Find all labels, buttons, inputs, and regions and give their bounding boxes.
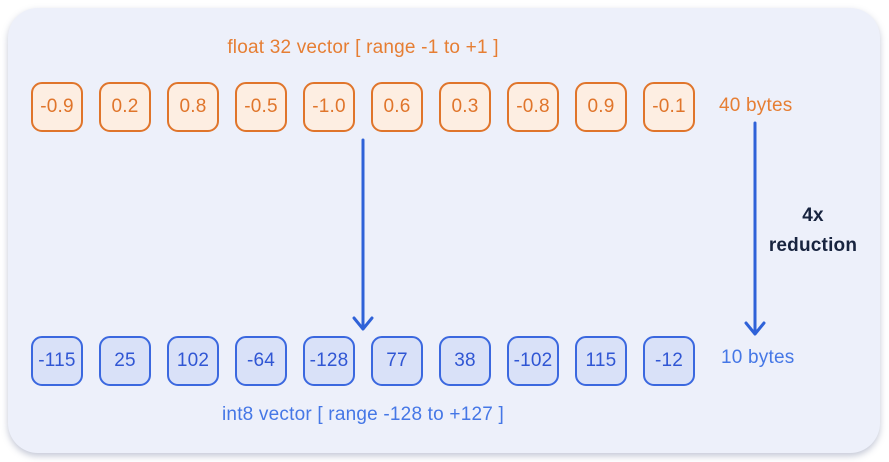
int8-size-label: 10 bytes (721, 347, 795, 368)
int8-value-box: -64 (235, 336, 287, 386)
float-value-box: 0.3 (439, 82, 491, 132)
int8-value-box: 77 (371, 336, 423, 386)
float-value-box: -1.0 (303, 82, 355, 132)
int8-value-box: 115 (575, 336, 627, 386)
float-value-box: 0.2 (99, 82, 151, 132)
float-size-label: 40 bytes (719, 95, 793, 116)
float-vector-title: float 32 vector [ range -1 to +1 ] (227, 37, 499, 58)
int8-value-box: -115 (31, 336, 83, 386)
float-vector-row: -0.9 0.2 0.8 -0.5 -1.0 0.6 0.3 -0.8 0.9 … (31, 82, 695, 132)
reduction-line1: 4x (802, 205, 824, 226)
float-value-box: -0.5 (235, 82, 287, 132)
int8-value-box: 38 (439, 336, 491, 386)
float-value-box: 0.8 (167, 82, 219, 132)
int8-value-box: 102 (167, 336, 219, 386)
reduction-line2: reduction (768, 235, 858, 256)
float-value-box: -0.8 (507, 82, 559, 132)
float-value-box: -0.9 (31, 82, 83, 132)
int8-value-box: -102 (507, 336, 559, 386)
diagram-panel (8, 8, 880, 453)
reduction-label: 4x reduction (758, 201, 868, 261)
int8-value-box: -12 (643, 336, 695, 386)
float-value-box: 0.9 (575, 82, 627, 132)
float-value-box: 0.6 (371, 82, 423, 132)
int8-vector-title: int8 vector [ range -128 to +127 ] (222, 404, 504, 425)
int8-vector-row: -115 25 102 -64 -128 77 38 -102 115 -12 (31, 336, 695, 386)
int8-value-box: 25 (99, 336, 151, 386)
float-value-box: -0.1 (643, 82, 695, 132)
int8-value-box: -128 (303, 336, 355, 386)
